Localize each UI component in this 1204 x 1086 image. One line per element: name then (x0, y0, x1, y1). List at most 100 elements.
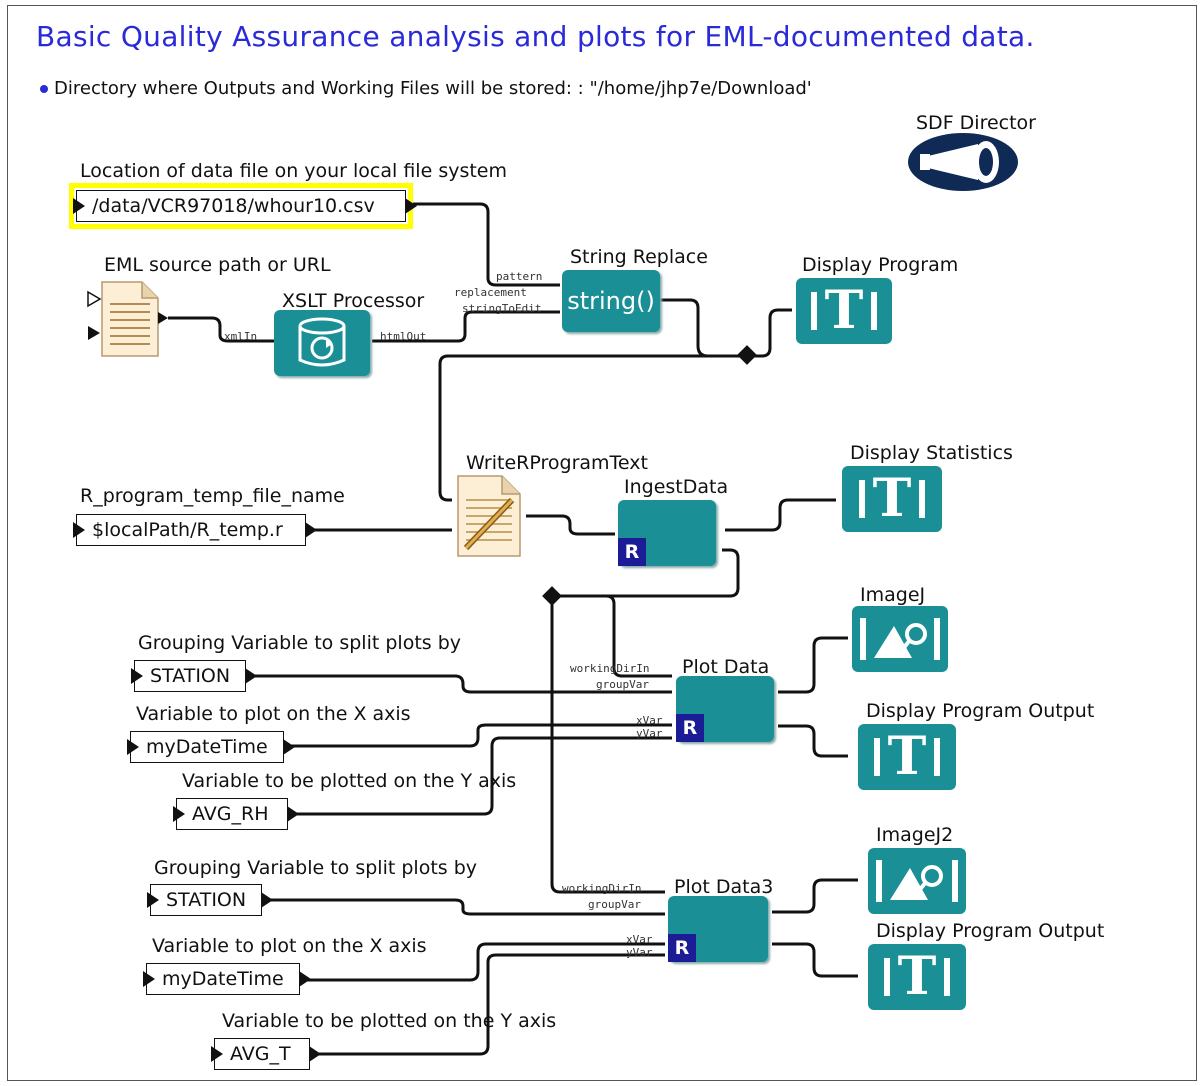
plot3-port-yvar: yVar (626, 946, 653, 959)
image-viewer-icon (860, 618, 940, 660)
workflow-title: Basic Quality Assurance analysis and plo… (36, 20, 1035, 53)
display-bar-icon (810, 291, 817, 331)
display-output2-actor[interactable]: T (868, 944, 966, 1010)
wire-fork2-to-plot1 (552, 594, 672, 678)
output-port-icon (405, 198, 417, 214)
plot-data-label: Plot Data (682, 656, 770, 678)
wire-plot3-to-imagej2 (772, 878, 858, 914)
display-bar-icon (883, 957, 890, 997)
wire-plot1-to-imagej (778, 636, 848, 694)
input-port-icon (131, 668, 143, 684)
output-port-icon (283, 739, 295, 755)
x1-label: Variable to plot on the X axis (136, 703, 411, 725)
display-output2-label: Display Program Output (876, 920, 1105, 942)
string-glyph: string() (567, 287, 655, 315)
x1-input[interactable]: myDateTime (127, 731, 295, 763)
x2-value: myDateTime (162, 968, 284, 990)
y1-input[interactable]: AVG_RH (173, 798, 299, 830)
wire-xslt-to-stringtoedit (372, 310, 560, 343)
plot3-port-groupvar: groupVar (588, 898, 641, 911)
display-bar-icon (944, 957, 951, 997)
canvas-frame (7, 5, 1197, 1081)
wire-plot3-to-output2 (772, 942, 858, 978)
imagej-label: ImageJ (860, 584, 926, 606)
output-port-icon (287, 806, 299, 822)
wire-x2 (302, 942, 665, 982)
port-stringtoedit-label: stringToEdit (462, 302, 542, 315)
eml-source-document-icon[interactable] (86, 280, 168, 360)
y1-value: AVG_RH (192, 803, 269, 825)
y2-input[interactable]: AVG_T (211, 1038, 321, 1070)
x2-label: Variable to plot on the X axis (152, 935, 427, 957)
imagej-actor[interactable] (852, 606, 948, 672)
wire-ingest-to-stats (725, 498, 836, 532)
r-badge-icon: R (676, 714, 704, 742)
input-port-icon (173, 806, 185, 822)
plot1-port-groupvar: groupVar (596, 678, 649, 691)
output-port-icon (299, 971, 311, 987)
input-port-icon (211, 1046, 223, 1062)
display-output1-actor[interactable]: T (858, 724, 956, 790)
display-t-icon: T (872, 468, 912, 529)
wire-y2 (314, 953, 665, 1056)
rprogram-label: R_program_temp_file_name (80, 485, 345, 507)
sdf-director-label: SDF Director (916, 112, 1036, 134)
display-statistics-actor[interactable]: T (842, 466, 942, 532)
display-t-icon: T (887, 726, 927, 787)
eml-source-label: EML source path or URL (104, 254, 331, 276)
ingest-data-actor[interactable]: R (618, 500, 716, 566)
sdf-director-icon[interactable] (906, 132, 1020, 192)
wire-plot1-to-output1 (778, 724, 848, 758)
wire-fork-to-writer (438, 354, 748, 502)
port-pattern-label: pattern (496, 270, 543, 283)
group1-label: Grouping Variable to split plots by (138, 632, 462, 654)
input-port-icon (147, 892, 159, 908)
wire-ingest-to-fork2 (552, 548, 740, 598)
display-program-label: Display Program (802, 254, 959, 276)
relation-diamond-2 (542, 586, 562, 606)
plot1-port-workingdir: workingDirIn (570, 662, 650, 675)
plot-data-actor[interactable]: R (676, 676, 774, 742)
xslt-label: XSLT Processor (282, 290, 425, 312)
datafile-label: Location of data file on your local file… (80, 160, 508, 182)
input-port-icon (73, 522, 85, 538)
directory-parameter-text: Directory where Outputs and Working File… (54, 78, 812, 99)
parameter-bullet-icon (40, 85, 48, 93)
wire-fork-to-displayprogram (748, 308, 792, 358)
xslt-processor-actor[interactable] (274, 310, 370, 376)
y2-value: AVG_T (230, 1043, 291, 1065)
plot1-port-xvar: xVar (636, 714, 663, 727)
relation-diamond-1 (737, 345, 757, 365)
group1-value: STATION (150, 665, 231, 687)
display-bar-icon (873, 737, 880, 777)
datafile-input[interactable]: /data/VCR97018/whour10.csv (69, 183, 417, 229)
wire-y1 (290, 736, 672, 816)
imagej2-actor[interactable] (868, 848, 966, 914)
image-viewer-icon (876, 860, 958, 902)
x2-input[interactable]: myDateTime (143, 963, 311, 995)
rprogram-input[interactable]: $localPath/R_temp.r (73, 514, 317, 546)
display-output1-label: Display Program Output (866, 700, 1095, 722)
wire-datafile-to-pattern (410, 202, 560, 287)
display-t-icon: T (897, 946, 937, 1007)
display-program-actor[interactable]: T (796, 278, 892, 344)
group1-input[interactable]: STATION (131, 660, 257, 692)
datafile-value: /data/VCR97018/whour10.csv (92, 195, 375, 217)
group2-input[interactable]: STATION (147, 884, 273, 916)
wire-eml-to-xslt (168, 316, 275, 343)
string-replace-actor[interactable]: string() (562, 270, 660, 332)
display-bar-icon (871, 291, 878, 331)
directory-parameter[interactable]: Directory where Outputs and Working File… (40, 78, 812, 99)
wire-writer-to-ingest (526, 514, 615, 536)
r-badge-icon: R (668, 934, 696, 962)
write-r-program-icon[interactable] (452, 474, 526, 558)
wire-group2 (268, 898, 665, 916)
plot-data3-actor[interactable]: R (668, 896, 768, 962)
wire-fork2-to-plot3 (550, 596, 665, 894)
output-port-icon (305, 522, 317, 538)
display-t-icon: T (824, 280, 864, 341)
ingest-label: IngestData (624, 476, 729, 498)
output-port-icon (245, 668, 257, 684)
string-replace-label: String Replace (570, 246, 708, 268)
